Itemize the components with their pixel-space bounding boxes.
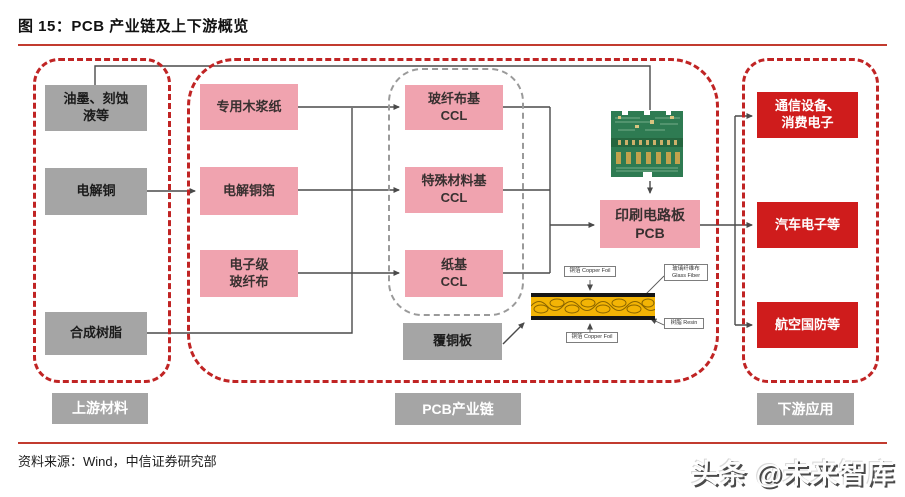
box-pcb: 印刷电路板 PCB xyxy=(600,200,700,248)
line-ink-to-pcb xyxy=(94,65,651,110)
source-text: 资料来源：Wind，中信证券研究部 xyxy=(18,454,217,469)
downstream-group-border xyxy=(742,58,879,383)
section-label-upstream: 上游材料 xyxy=(52,393,148,424)
label-copper-foil-top: 铜箔 Copper Foil xyxy=(564,266,616,277)
label-resin: 树脂 Resin xyxy=(664,318,704,329)
box-synthetic-resin: 合成树脂 xyxy=(45,312,147,355)
midstream-group-border xyxy=(187,58,719,383)
box-electronic-glass-cloth: 电子级 玻纤布 xyxy=(200,250,298,297)
box-wood-pulp-paper: 专用木浆纸 xyxy=(200,84,298,130)
section-label-downstream: 下游应用 xyxy=(757,393,854,425)
ccl-structure-image xyxy=(530,293,660,320)
line-ccl-collector xyxy=(503,106,551,274)
upstream-group-border xyxy=(33,58,171,383)
watermark-text: 头条 @未来智库 xyxy=(691,459,895,489)
box-electrolytic-copper: 电解铜 xyxy=(45,168,147,215)
figure-title: 图 15：PCB 产业链及上下游概览 xyxy=(18,18,249,35)
section-label-midstream: PCB产业链 xyxy=(395,393,521,425)
box-copper-foil: 电解铜箔 xyxy=(200,167,298,215)
pcb-board-image xyxy=(611,111,683,177)
box-telecom-consumer: 通信设备、 消费电子 xyxy=(757,92,858,138)
box-ink-etchant: 油墨、刻蚀 液等 xyxy=(45,85,147,131)
label-copper-foil-bottom: 铜箔 Copper Foil xyxy=(566,332,618,343)
box-paper-ccl: 纸基 CCL xyxy=(405,250,503,297)
bottom-rule xyxy=(18,442,887,444)
top-rule xyxy=(18,44,887,46)
box-glass-fiber-ccl: 玻纤布基 CCL xyxy=(405,85,503,130)
box-automotive: 汽车电子等 xyxy=(757,202,858,248)
ccl-cross-section xyxy=(530,293,660,326)
arrow-cclboard-to-image xyxy=(502,322,525,345)
label-glass-fiber: 玻璃纤维布 Glass Fiber xyxy=(664,264,708,282)
box-aerospace-defense: 航空国防等 xyxy=(757,302,858,348)
line-resin-feed xyxy=(147,108,353,334)
box-ccl-board: 覆铜板 xyxy=(403,323,502,360)
box-special-material-ccl: 特殊材料基 CCL xyxy=(405,167,503,213)
pcb-photo xyxy=(610,108,684,185)
ccl-group-border xyxy=(388,68,524,316)
